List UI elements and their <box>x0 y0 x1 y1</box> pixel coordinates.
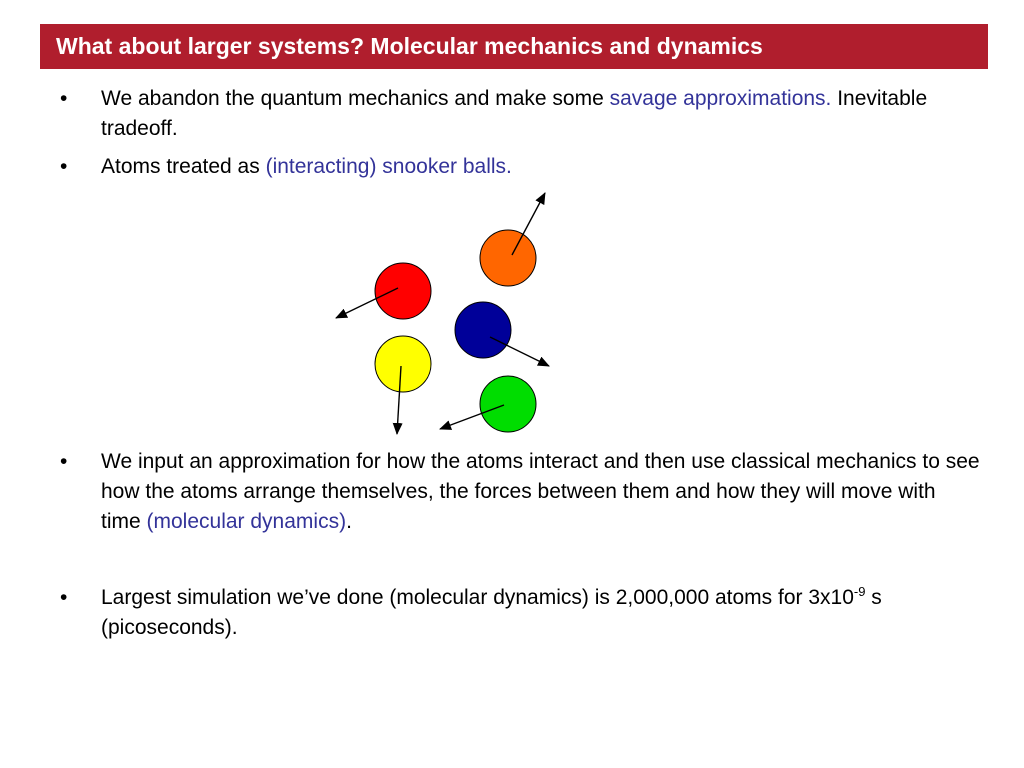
red-ball <box>374 262 432 320</box>
navy-ball <box>454 301 512 359</box>
bullet-text: We abandon the quantum mechanics and mak… <box>101 87 610 110</box>
red-velocity-arrow <box>335 287 399 319</box>
bullet-highlight: (interacting) snooker balls. <box>265 155 512 178</box>
bullet-item: • We input an approximation for how the … <box>60 447 980 537</box>
slide-title-bar: What about larger systems? Molecular mec… <box>40 24 988 69</box>
bullet-item: • We abandon the quantum mechanics and m… <box>60 84 980 144</box>
navy-velocity-arrow <box>489 336 550 367</box>
bullet-item: • Atoms treated as (interacting) snooker… <box>60 152 980 182</box>
bullet-icon: • <box>60 155 68 178</box>
bullet-text: We input an approximation for how the at… <box>101 450 980 533</box>
orange-velocity-arrow <box>511 192 546 256</box>
bullet-highlight: savage approximations. <box>609 87 832 110</box>
bullet-icon: • <box>60 586 68 609</box>
slide-title: What about larger systems? Molecular mec… <box>56 33 763 59</box>
green-velocity-arrow <box>439 404 505 430</box>
bullet-icon: • <box>60 450 68 473</box>
bullet-text: . <box>346 510 352 533</box>
bullet-icon: • <box>60 87 68 110</box>
bullet-list-bottom: • We input an approximation for how the … <box>60 447 980 643</box>
green-ball <box>479 375 537 433</box>
yellow-ball <box>374 335 432 393</box>
bullet-list-top: • We abandon the quantum mechanics and m… <box>60 84 980 190</box>
yellow-velocity-arrow <box>392 365 403 435</box>
exponent: -9 <box>853 584 866 599</box>
bullet-text: Inevitable tradeoff. <box>101 87 928 140</box>
bullet-highlight: (molecular dynamics) <box>146 510 347 533</box>
orange-ball <box>479 229 537 287</box>
bullet-text: s (picoseconds). <box>101 586 882 639</box>
bullet-item: • Largest simulation we’ve done (molecul… <box>60 583 980 643</box>
bullet-text: Atoms treated as <box>101 155 266 178</box>
bullet-text: Largest simulation we’ve done (molecular… <box>101 586 854 609</box>
